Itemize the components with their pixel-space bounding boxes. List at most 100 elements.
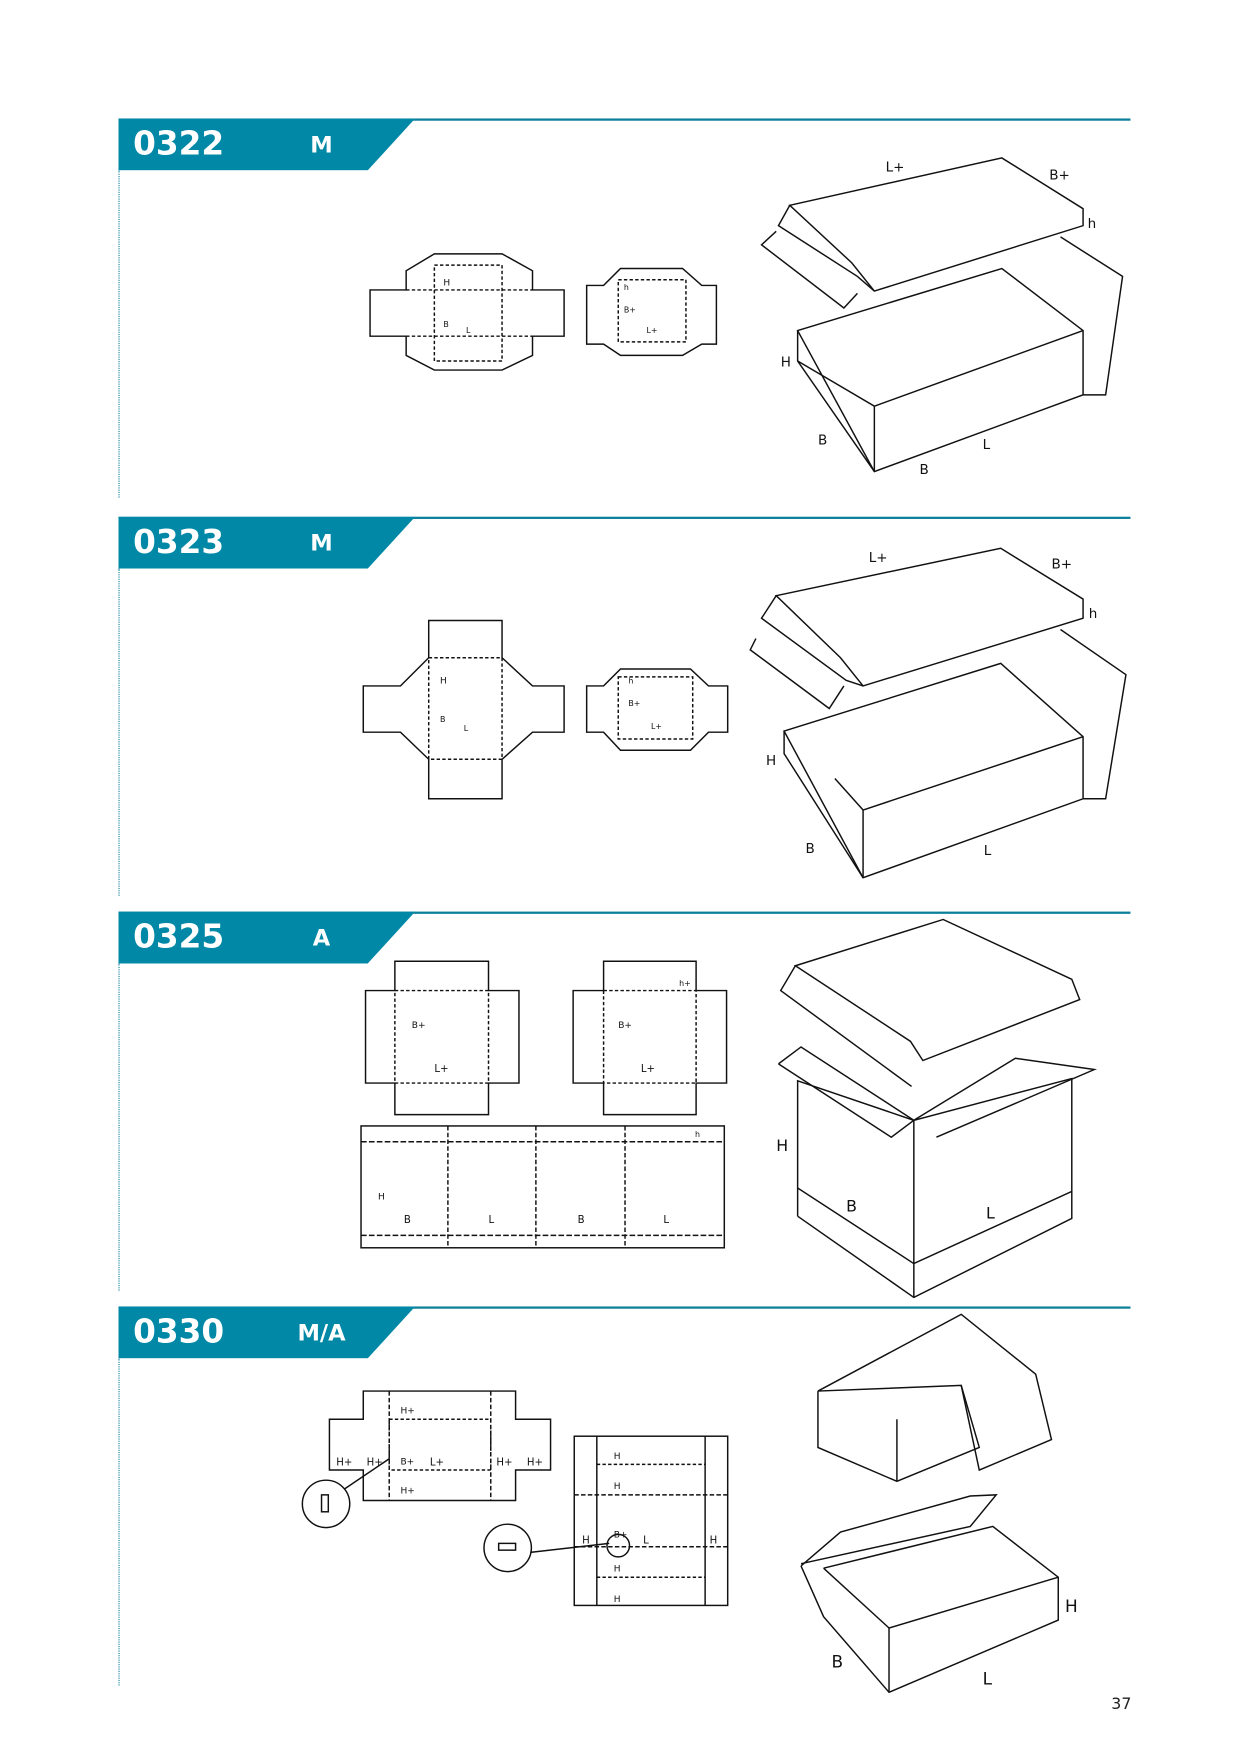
flat-label: H bbox=[378, 1192, 385, 1202]
flat-label: h bbox=[695, 1130, 700, 1139]
page-number: 37 bbox=[1111, 1695, 1132, 1714]
flat-label: H+ bbox=[401, 1487, 415, 1497]
dimension-label: L+ bbox=[886, 159, 905, 175]
flat-label: H+ bbox=[336, 1458, 352, 1469]
flat-body: H B L B L h bbox=[360, 1125, 726, 1249]
box-type: M bbox=[310, 130, 333, 158]
flat-pattern-base: H B+ L H H H H H bbox=[483, 1435, 729, 1607]
dimension-label: L bbox=[983, 1668, 993, 1688]
flat-label: L+ bbox=[646, 326, 657, 335]
flat-label: H bbox=[440, 677, 447, 687]
flat-label: H bbox=[614, 1452, 621, 1462]
box-code: 0330 bbox=[133, 1312, 225, 1351]
box-code: 0323 bbox=[133, 522, 225, 561]
flat-label: L bbox=[489, 1215, 495, 1226]
flat-label: L bbox=[464, 724, 469, 733]
dotted-margin-line bbox=[118, 170, 120, 498]
flat-label: B bbox=[404, 1215, 411, 1226]
dimension-label: h bbox=[1089, 606, 1098, 622]
box-diagrams: B+ L+ h+ B+ L+ H B L B L h bbox=[360, 918, 1098, 1299]
flat-label: B+ bbox=[628, 699, 640, 708]
box-type: M bbox=[310, 529, 333, 557]
flat-lid-2: h+ B+ L+ bbox=[572, 960, 728, 1116]
dimension-label: B bbox=[806, 841, 815, 857]
flat-label: B+ bbox=[618, 1021, 632, 1031]
dotted-margin-line bbox=[118, 568, 120, 896]
flat-label: L+ bbox=[434, 1064, 448, 1075]
flat-pattern-base: H B L bbox=[362, 619, 565, 800]
dimension-label: L bbox=[984, 843, 992, 859]
flat-label: L+ bbox=[651, 722, 662, 731]
dimension-label: B+ bbox=[1049, 167, 1070, 183]
flat-label: B+ bbox=[401, 1457, 415, 1467]
dimension-label: H bbox=[1065, 1596, 1078, 1616]
3d-box-illustration: L+ B+ h H B L bbox=[749, 547, 1127, 879]
section-0330: 0330 M/A H+ B+ H+ L+ H+ H+ H+ H+ H B+ L … bbox=[0, 1306, 1241, 1701]
flat-label: H+ bbox=[401, 1407, 415, 1417]
box-code: 0322 bbox=[133, 124, 225, 163]
section-header-band bbox=[118, 1306, 416, 1359]
flat-label: H bbox=[614, 1595, 621, 1605]
divider-line bbox=[118, 1306, 1131, 1309]
3d-box-illustration: H B L bbox=[800, 1313, 1078, 1694]
flat-label: L+ bbox=[430, 1458, 444, 1469]
dimension-label: L bbox=[986, 1203, 995, 1222]
flat-label: H bbox=[710, 1535, 718, 1546]
dimension-label: H bbox=[781, 355, 791, 371]
dimension-label: B+ bbox=[1051, 557, 1072, 573]
box-code: 0325 bbox=[133, 917, 225, 956]
dimension-label: H bbox=[766, 753, 776, 769]
flat-label: L bbox=[643, 1535, 649, 1546]
dimension-label: H bbox=[776, 1136, 788, 1155]
flat-label: H+ bbox=[527, 1458, 543, 1469]
section-header-band bbox=[118, 118, 416, 171]
flat-label: B+ bbox=[614, 1531, 628, 1541]
flat-label: L bbox=[466, 326, 471, 335]
flat-pattern-base: H B L bbox=[369, 253, 565, 371]
dimension-label: L+ bbox=[869, 550, 888, 566]
flat-lid-1: B+ L+ bbox=[364, 960, 520, 1116]
box-diagrams: H B L h B+ L+ L+ B+ h H B L bbox=[362, 547, 1127, 879]
3d-box-illustration: L+ B+ h H B B L bbox=[760, 157, 1124, 478]
dimension-label: L bbox=[983, 437, 991, 453]
dimension-label: h bbox=[1088, 216, 1097, 232]
dimension-label: B bbox=[818, 433, 827, 449]
flat-label: B bbox=[440, 715, 445, 724]
flat-label: L bbox=[663, 1215, 669, 1226]
section-0323: 0323 M H B L h B+ L+ L+ B+ h H bbox=[0, 516, 1241, 912]
flat-label: h bbox=[628, 677, 633, 686]
box-type: M/A bbox=[297, 1318, 346, 1346]
flat-label: B bbox=[443, 320, 448, 329]
flat-label: B+ bbox=[412, 1021, 426, 1031]
flat-label: H+ bbox=[367, 1458, 383, 1469]
section-header-band bbox=[118, 516, 416, 569]
flat-pattern-lid: H+ B+ H+ L+ H+ H+ H+ H+ bbox=[301, 1390, 552, 1529]
section-0325: 0325 A B+ L+ h+ B+ L+ H B L B L h bbox=[0, 911, 1241, 1307]
flat-label: H bbox=[443, 278, 450, 288]
box-diagrams: H B L h B+ L+ L+ B+ h H B B L bbox=[369, 157, 1124, 478]
box-type: A bbox=[312, 923, 331, 952]
divider-line bbox=[118, 911, 1131, 914]
flat-label: H bbox=[614, 1482, 621, 1492]
flat-label: B bbox=[578, 1215, 585, 1226]
flat-pattern-lid: h B+ L+ bbox=[585, 267, 718, 357]
divider-line bbox=[118, 118, 1131, 121]
dotted-margin-line bbox=[118, 963, 120, 1291]
flat-label: H bbox=[614, 1565, 621, 1575]
dotted-margin-line bbox=[118, 1358, 120, 1686]
flat-label: h bbox=[624, 283, 629, 292]
flat-label: B+ bbox=[624, 306, 636, 315]
flat-label: L+ bbox=[641, 1064, 655, 1075]
section-header-band bbox=[118, 911, 416, 964]
dimension-label: B bbox=[831, 1651, 843, 1671]
box-diagrams: H+ B+ H+ L+ H+ H+ H+ H+ H B+ L H H H H H bbox=[301, 1313, 1078, 1694]
section-0322: 0322 M H B L h B+ L+ L+ B+ bbox=[0, 118, 1241, 513]
dimension-label: B bbox=[919, 462, 928, 478]
3d-box-illustration: H B L bbox=[776, 918, 1098, 1299]
dimension-label: B bbox=[846, 1197, 857, 1216]
flat-label: h+ bbox=[679, 979, 691, 988]
flat-label: H bbox=[582, 1535, 590, 1546]
divider-line bbox=[118, 516, 1131, 519]
flat-pattern-lid: h B+ L+ bbox=[585, 668, 729, 751]
